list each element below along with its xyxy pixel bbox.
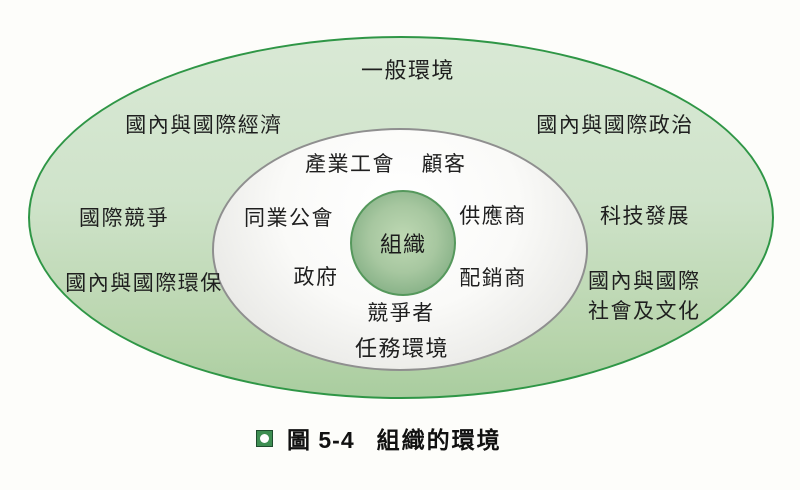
label-distributors: 配銷商 [459,267,527,290]
figure-caption: 圖 5-4 組織的環境 [256,421,502,455]
label-industry-union: 產業工會 [305,153,395,176]
label-society-culture-line2: 社會及文化 [588,300,701,323]
general-environment-title: 一般環境 [360,58,456,83]
task-environment-title: 任務環境 [354,336,450,361]
label-trade-association: 同業公會 [244,207,334,230]
organization-circle: 組織 [350,190,456,296]
label-government: 政府 [293,266,339,289]
caption-bullet-dot [260,433,269,443]
label-suppliers: 供應商 [459,205,527,228]
label-competitors: 競爭者 [367,302,435,325]
label-domestic-international-environmental: 國內與國際環保 [65,272,223,295]
label-international-competition: 國際競爭 [79,207,169,230]
label-customers: 顧客 [421,153,467,176]
label-domestic-international-politics: 國內與國際政治 [536,114,694,137]
caption-title: 組織的環境 [376,427,502,453]
label-technology-development: 科技發展 [600,205,690,228]
label-domestic-international-society-culture: 國內與國際 社會及文化 [588,267,701,327]
caption-bullet-icon [256,429,273,447]
caption-figure-number: 圖 5-4 [287,427,355,453]
label-domestic-international-economy: 國內與國際經濟 [125,114,283,137]
organization-label: 組織 [379,232,426,257]
label-society-culture-line1: 國內與國際 [588,270,701,293]
